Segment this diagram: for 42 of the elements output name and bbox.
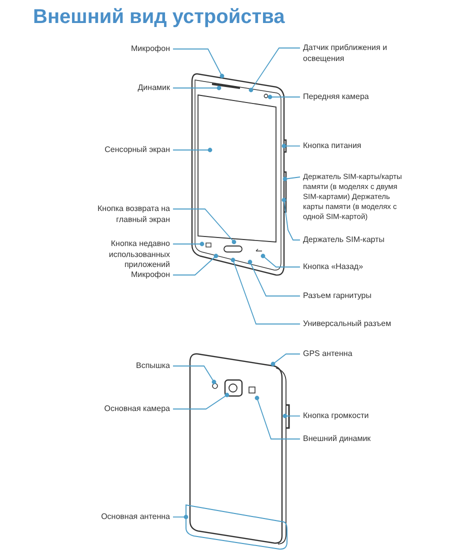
leader-line bbox=[172, 254, 218, 276]
part-label: Микрофон bbox=[110, 44, 170, 54]
leader-line bbox=[172, 208, 236, 244]
part-label: Основная камера bbox=[100, 404, 170, 414]
part-label: Кнопка возврата на главный экран bbox=[90, 204, 170, 225]
leader-line bbox=[172, 86, 222, 90]
part-label: Держатель SIM-карты bbox=[303, 235, 393, 246]
part-label: Кнопка недавно использованных приложений bbox=[100, 239, 170, 270]
leader-line bbox=[282, 144, 300, 148]
part-label: Основная антенна bbox=[90, 512, 170, 522]
leader-line bbox=[248, 260, 300, 296]
part-label: Датчик приближения и освещения bbox=[303, 43, 393, 64]
leader-line bbox=[282, 414, 300, 418]
phone-front-drawing bbox=[191, 73, 287, 276]
leader-line bbox=[268, 94, 300, 100]
phone-back-drawing bbox=[186, 353, 290, 550]
part-label: Сенсорный экран bbox=[100, 145, 170, 156]
part-label: Вспышка bbox=[110, 361, 170, 372]
leader-line bbox=[282, 176, 300, 182]
leader-line bbox=[270, 354, 300, 366]
leader-line bbox=[172, 148, 212, 152]
leader-line bbox=[282, 198, 300, 240]
leader-line bbox=[260, 254, 300, 268]
part-label: Универсальный разъем bbox=[303, 319, 403, 330]
leader-line bbox=[248, 48, 300, 92]
part-label: Динамик bbox=[110, 83, 170, 94]
leader-line bbox=[172, 366, 216, 384]
leader-line bbox=[172, 514, 188, 520]
part-label: Кнопка громкости bbox=[303, 411, 393, 422]
part-label: GPS антенна bbox=[303, 349, 393, 360]
leader-line bbox=[172, 242, 204, 246]
leader-line bbox=[172, 392, 230, 410]
part-label: Микрофон bbox=[110, 270, 170, 280]
part-label: Разъем гарнитуры bbox=[303, 291, 393, 302]
part-label: Кнопка питания bbox=[303, 141, 393, 152]
leader-line bbox=[254, 396, 300, 440]
part-label: Кнопка «Назад» bbox=[303, 262, 393, 272]
leader-line bbox=[172, 48, 224, 78]
part-label: Передняя камера bbox=[303, 92, 393, 102]
leader-line bbox=[230, 258, 300, 324]
title: Внешний вид устройства bbox=[33, 6, 285, 29]
part-label: Внешний динамик bbox=[303, 434, 393, 444]
